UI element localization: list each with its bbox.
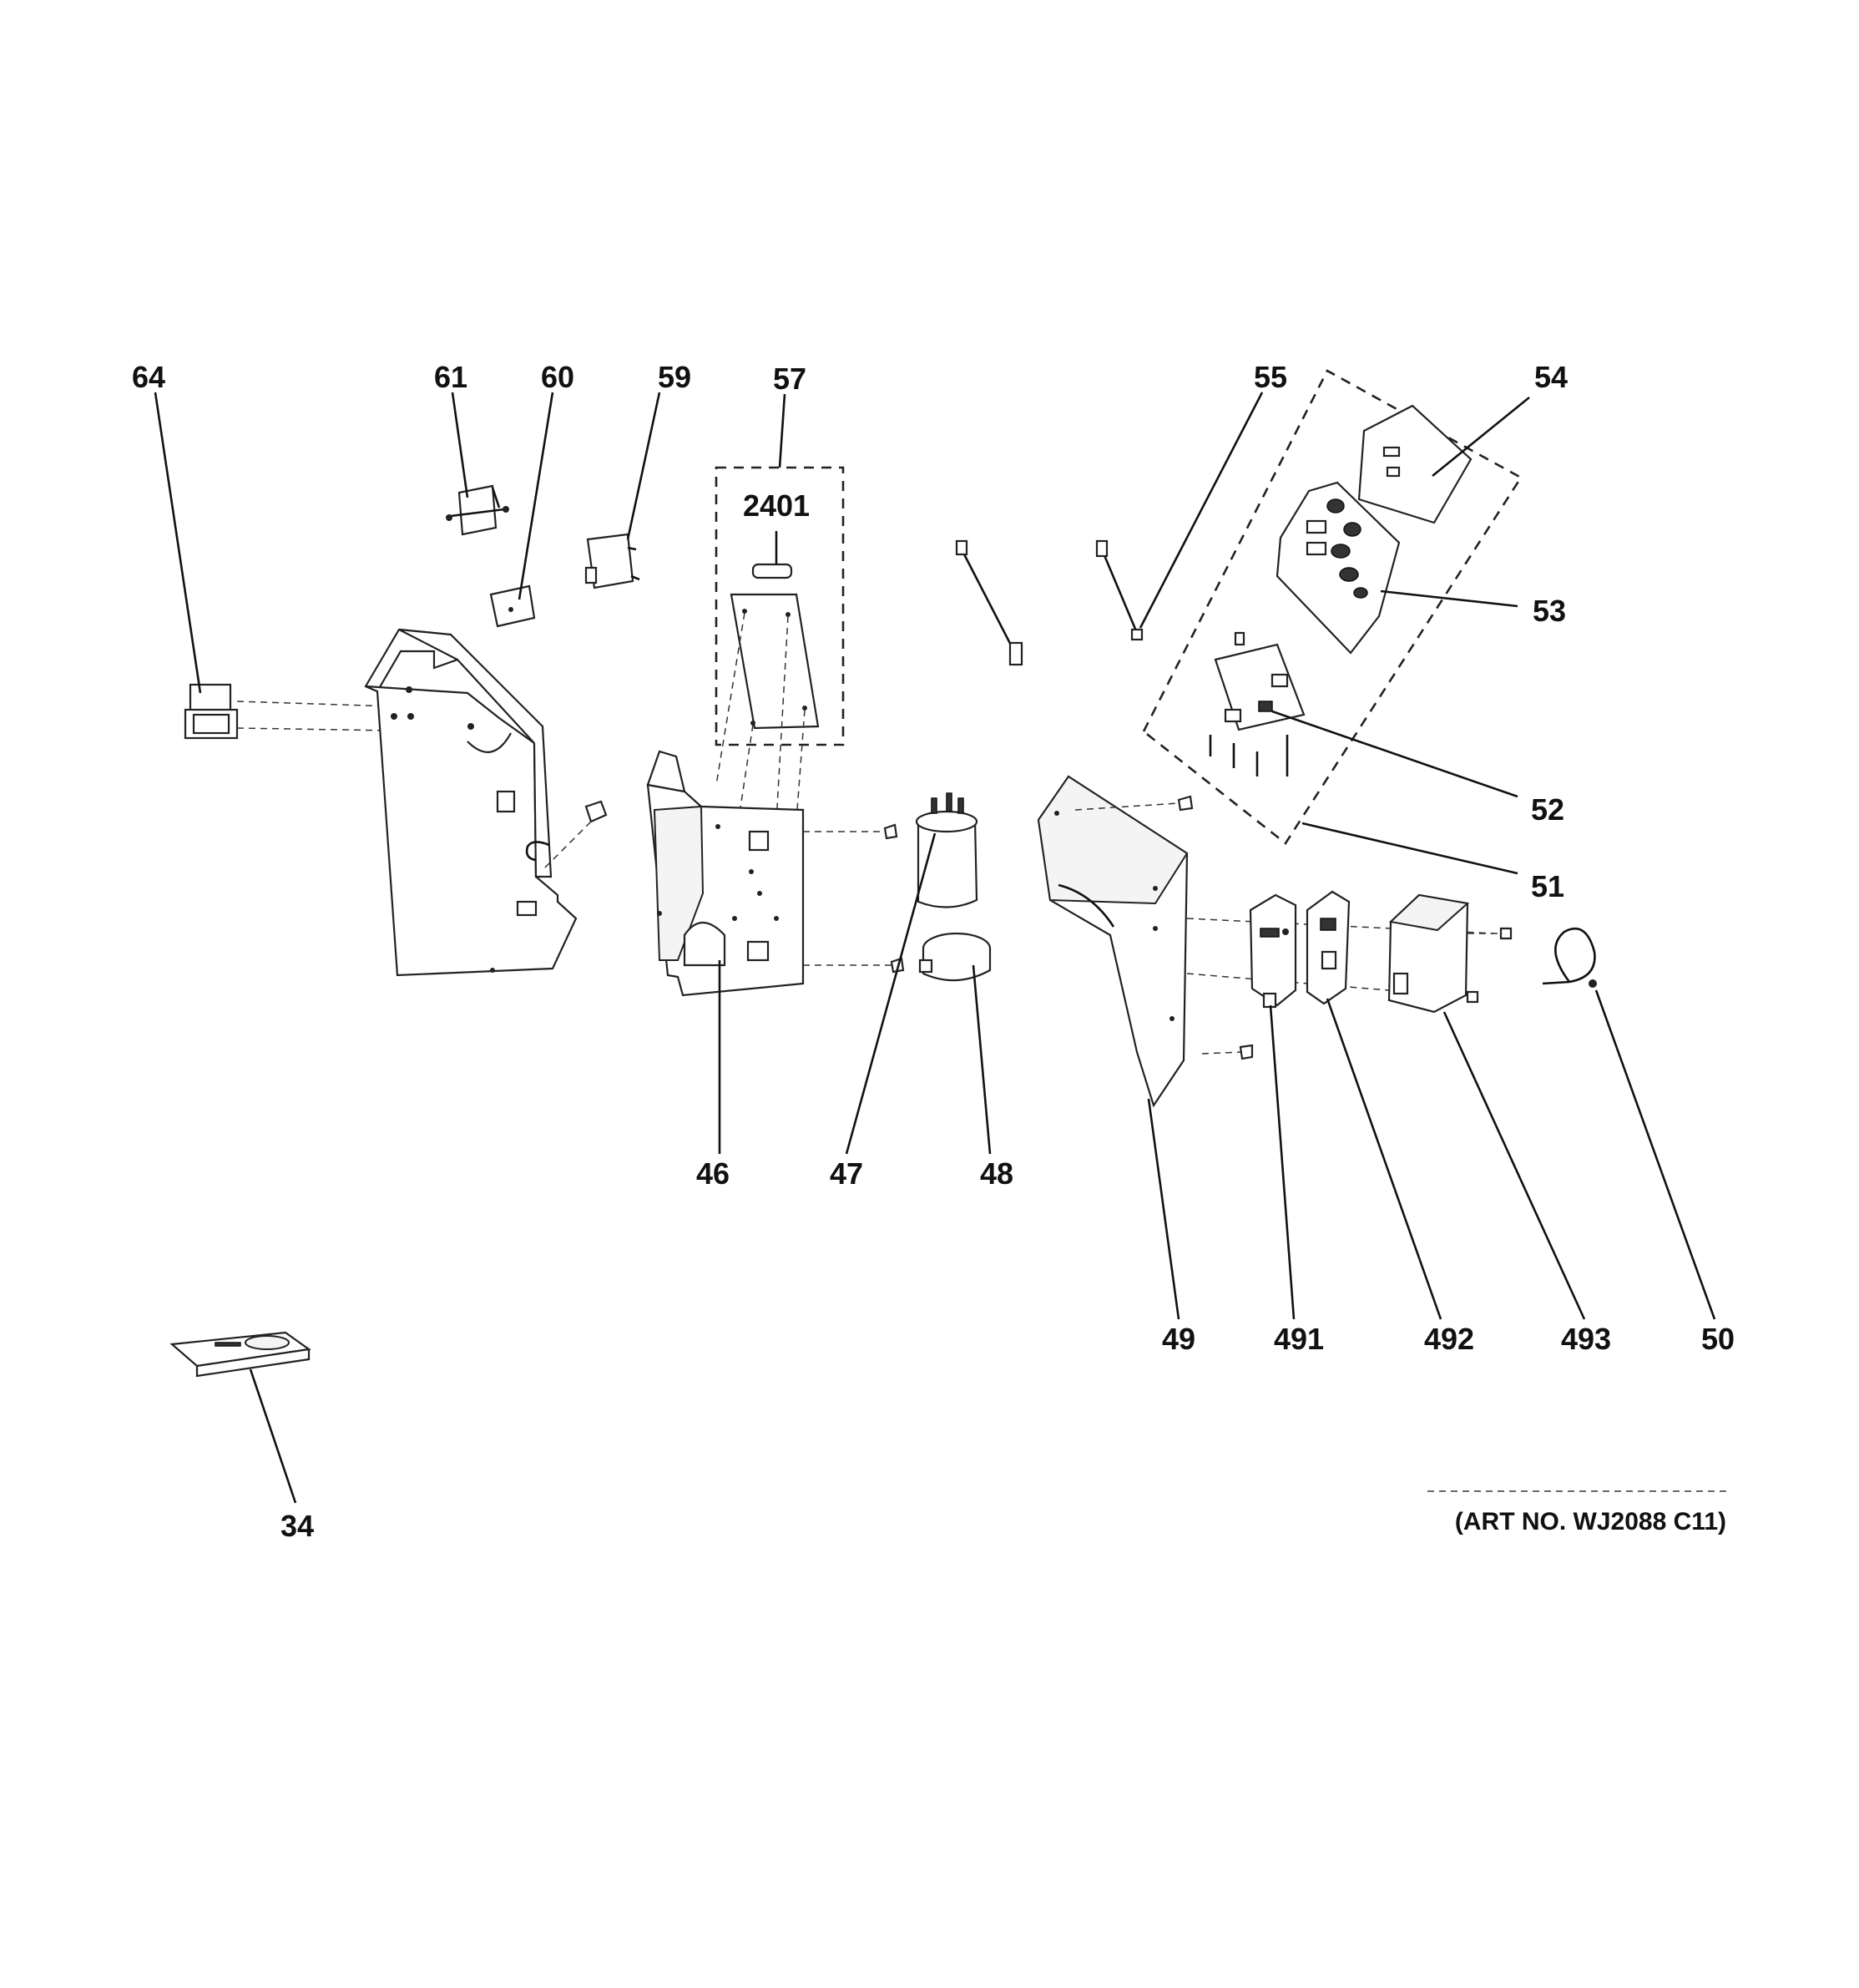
callout-64: 64 <box>132 360 165 394</box>
callout-491: 491 <box>1274 1322 1324 1356</box>
callout-labels: 64 61 60 59 57 2401 55 54 53 52 51 46 47… <box>132 360 1735 1543</box>
part-50-wire[interactable] <box>1542 927 1597 988</box>
part-64-transformer[interactable] <box>184 683 393 740</box>
part-492-plate[interactable] <box>1306 890 1351 1005</box>
left-cover-housing[interactable] <box>364 628 608 977</box>
callout-47: 47 <box>830 1156 863 1191</box>
part-47-capacitor[interactable] <box>915 792 978 908</box>
callout-59: 59 <box>658 360 691 394</box>
part-34-remote[interactable] <box>169 1331 311 1378</box>
art-number: (ART NO. WJ2088 C11) <box>1455 1508 1726 1535</box>
callout-61: 61 <box>434 360 467 394</box>
part-55-probe[interactable] <box>1095 539 1144 641</box>
thermistor-rod[interactable] <box>955 539 1023 666</box>
part-61-relay[interactable] <box>446 484 509 536</box>
callout-54: 54 <box>1534 360 1568 394</box>
leader-lines <box>154 392 1731 1504</box>
part-51-control-panel-kit[interactable] <box>1142 369 1523 845</box>
callout-492: 492 <box>1424 1322 1474 1356</box>
part-493-box-cover[interactable] <box>1387 893 1513 1014</box>
part-49-side-panel[interactable] <box>1037 775 1495 1108</box>
part-60-block[interactable] <box>489 584 536 628</box>
callout-57: 57 <box>773 362 806 396</box>
callout-49: 49 <box>1162 1322 1195 1356</box>
callout-50: 50 <box>1701 1322 1735 1356</box>
callout-60: 60 <box>541 360 574 394</box>
callout-2401: 2401 <box>743 488 810 523</box>
callout-493: 493 <box>1561 1322 1611 1356</box>
callout-53: 53 <box>1533 594 1566 628</box>
part-59-relay[interactable] <box>584 533 640 589</box>
callout-48: 48 <box>980 1156 1013 1191</box>
part-46-control-box[interactable] <box>646 750 905 997</box>
part-48-strap[interactable] <box>918 932 992 982</box>
callout-52: 52 <box>1531 792 1564 827</box>
part-491-bracket[interactable] <box>1249 893 1297 1009</box>
callout-51: 51 <box>1531 869 1564 903</box>
callout-55: 55 <box>1254 360 1287 394</box>
callout-34: 34 <box>280 1509 314 1543</box>
callout-46: 46 <box>696 1156 730 1191</box>
